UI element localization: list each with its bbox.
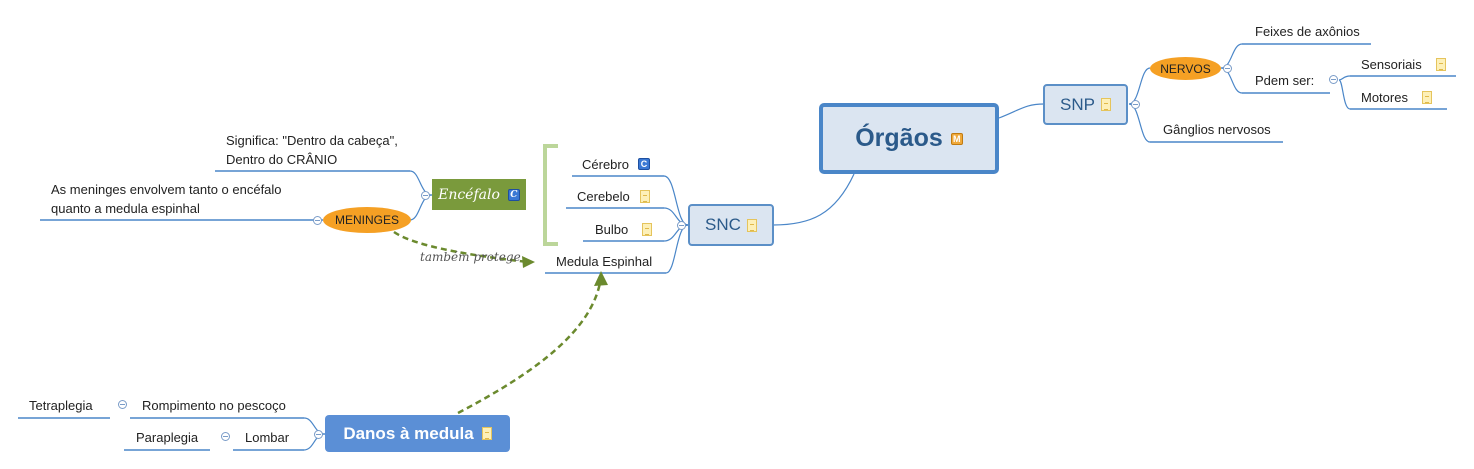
central-topic[interactable]: Órgãos M <box>819 103 999 174</box>
subtopic-meninges-note[interactable]: As meninges envolvem tanto o encéfalo qu… <box>51 182 282 216</box>
collapse-toggle-lombar[interactable] <box>221 432 230 441</box>
collapse-toggle-encefalo[interactable] <box>421 191 430 200</box>
marker-c-icon: C <box>637 158 650 170</box>
boundary-topic-encefalo[interactable]: Encéfalo C <box>432 179 526 210</box>
subtopic-bulbo[interactable]: Bulbo <box>595 219 653 239</box>
note-icon <box>481 427 492 440</box>
topic-meninges[interactable]: MENINGES <box>323 207 411 233</box>
subtopic-podem-ser[interactable]: Pdem ser: <box>1255 73 1315 88</box>
note-icon <box>1435 57 1446 71</box>
topic-snp-label: SNP <box>1060 94 1095 114</box>
connector-central-snp <box>998 103 1045 119</box>
connector-snc-cerebro <box>663 175 689 226</box>
connector-central-snc <box>772 173 855 226</box>
subtopic-significa[interactable]: Significa: "Dentro da cabeça", Dentro do… <box>226 133 398 167</box>
subtopic-motores-label: Motores <box>1361 89 1408 105</box>
subtopic-sensoriais-label: Sensoriais <box>1361 56 1422 72</box>
floating-topic-danos-label: Danos à medula <box>343 423 474 443</box>
topic-meninges-label: MENINGES <box>334 213 399 227</box>
topic-snc[interactable]: SNC <box>688 204 774 246</box>
topic-nervos[interactable]: NERVOS <box>1150 57 1221 80</box>
note-icon <box>1421 90 1432 104</box>
subtopic-lombar[interactable]: Lombar <box>245 430 290 445</box>
boundary-bracket <box>543 144 558 246</box>
note-icon <box>1100 98 1111 111</box>
subtopic-ganglios[interactable]: Gânglios nervosos <box>1163 122 1271 137</box>
topic-snc-label: SNC <box>705 215 741 234</box>
subtopic-cerebelo-label: Cerebelo <box>577 188 630 204</box>
subtopic-sensoriais[interactable]: Sensoriais <box>1361 54 1446 74</box>
collapse-toggle-podem-ser[interactable] <box>1329 75 1338 84</box>
note-icon <box>639 189 650 203</box>
subtopic-bulbo-label: Bulbo <box>595 221 629 237</box>
subtopic-cerebro-label: Cérebro <box>582 156 629 172</box>
subtopic-cerebelo[interactable]: Cerebelo <box>577 186 650 206</box>
subtopic-tetraplegia[interactable]: Tetraplegia <box>29 398 93 413</box>
collapse-toggle-danos[interactable] <box>314 430 323 439</box>
relationship-meninges-medula <box>393 230 529 264</box>
relationship-label[interactable]: também protege <box>420 250 521 264</box>
collapse-toggle-snp[interactable] <box>1131 100 1140 109</box>
subtopic-medula-espinhal[interactable]: Medula Espinhal <box>556 254 653 269</box>
relationship-danos-medula <box>457 282 602 415</box>
collapse-toggle-nervos[interactable] <box>1223 64 1232 73</box>
connector-encefalo-meninges <box>409 194 433 221</box>
subtopic-paraplegia[interactable]: Paraplegia <box>136 430 199 445</box>
subtopic-feixes[interactable]: Feixes de axônios <box>1255 24 1360 39</box>
central-topic-label: Órgãos <box>855 124 943 152</box>
collapse-toggle-rompimento[interactable] <box>118 400 127 409</box>
topic-snp[interactable]: SNP <box>1043 84 1128 125</box>
collapse-toggle-meninges[interactable] <box>313 216 322 225</box>
connector-podem-sensoriais <box>1338 75 1351 81</box>
subtopic-motores[interactable]: Motores <box>1361 87 1432 107</box>
note-icon <box>746 218 757 232</box>
connector-snp-ganglios <box>1128 103 1151 143</box>
marker-m-icon: M <box>950 132 963 145</box>
boundary-topic-encefalo-label: Encéfalo <box>438 186 500 203</box>
connector-podem-motores <box>1338 79 1351 110</box>
connector-snp-nervos <box>1128 67 1151 105</box>
relationship-arrowhead-medula <box>522 256 535 268</box>
subtopic-rompimento[interactable]: Rompimento no pescoço <box>142 398 286 413</box>
marker-c-icon: C <box>507 188 520 201</box>
floating-topic-danos[interactable]: Danos à medula <box>325 415 510 452</box>
relationship-arrowhead-danos <box>594 271 608 286</box>
subtopic-cerebro[interactable]: Cérebro C <box>582 154 650 174</box>
collapse-toggle-snc[interactable] <box>677 221 686 230</box>
topic-nervos-label: NERVOS <box>1160 61 1211 76</box>
note-icon <box>642 222 653 236</box>
